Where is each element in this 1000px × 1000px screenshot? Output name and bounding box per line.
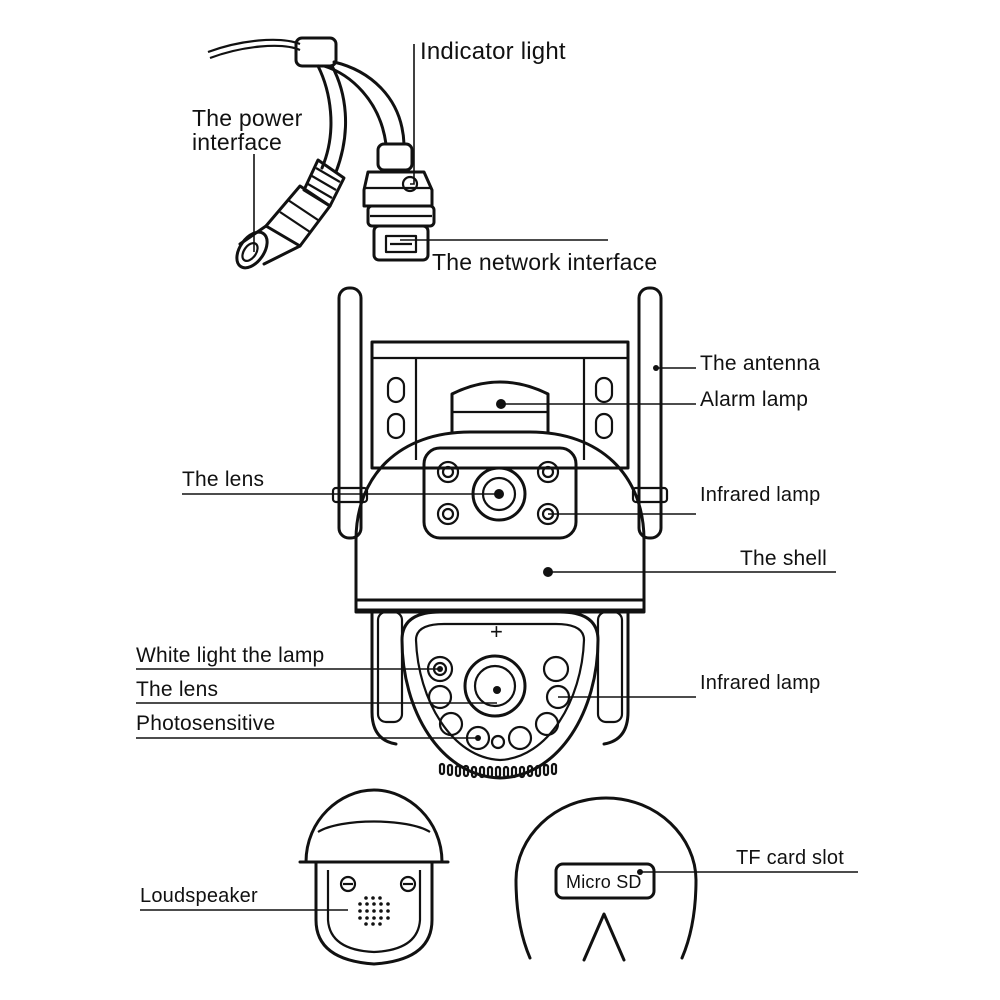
micro-sd-text: Micro SD — [566, 872, 642, 892]
label-infrared-lamp-bottom: Infrared lamp — [700, 672, 821, 694]
label-power-interface: The power interface — [192, 105, 303, 155]
main-camera — [331, 286, 669, 780]
alarm-lamp — [450, 380, 550, 434]
plus-mark: + — [490, 619, 504, 644]
right-antenna — [637, 286, 663, 540]
upper-shell — [354, 430, 646, 612]
leader-lines — [136, 44, 858, 911]
label-alarm-lamp: Alarm lamp — [700, 388, 809, 411]
label-loudspeaker: Loudspeaker — [140, 885, 258, 907]
left-antenna — [337, 286, 363, 540]
label-infrared-lamp-top: Infrared lamp — [700, 484, 821, 506]
power-connector — [235, 158, 346, 270]
label-shell: The shell — [740, 547, 828, 570]
label-antenna: The antenna — [700, 352, 821, 375]
label-lens-top: The lens — [182, 468, 265, 491]
label-lens-bottom: The lens — [136, 678, 219, 701]
micro-sd-slot — [554, 862, 656, 900]
upper-lens-panel — [422, 446, 578, 540]
label-network-interface: The network interface — [432, 249, 658, 275]
tf-card-detail — [514, 796, 698, 962]
label-white-light-lamp: White light the lamp — [136, 644, 325, 667]
speaker-grille — [358, 896, 390, 926]
label-indicator-light: Indicator light — [420, 38, 566, 65]
lower-ball — [370, 610, 630, 780]
cable-assembly — [207, 36, 436, 270]
label-photosensitive: Photosensitive — [136, 712, 276, 735]
vent-slots — [438, 762, 558, 779]
label-tf-card-slot: TF card slot — [736, 847, 844, 869]
network-connector — [362, 142, 436, 262]
loudspeaker-detail — [298, 788, 450, 966]
